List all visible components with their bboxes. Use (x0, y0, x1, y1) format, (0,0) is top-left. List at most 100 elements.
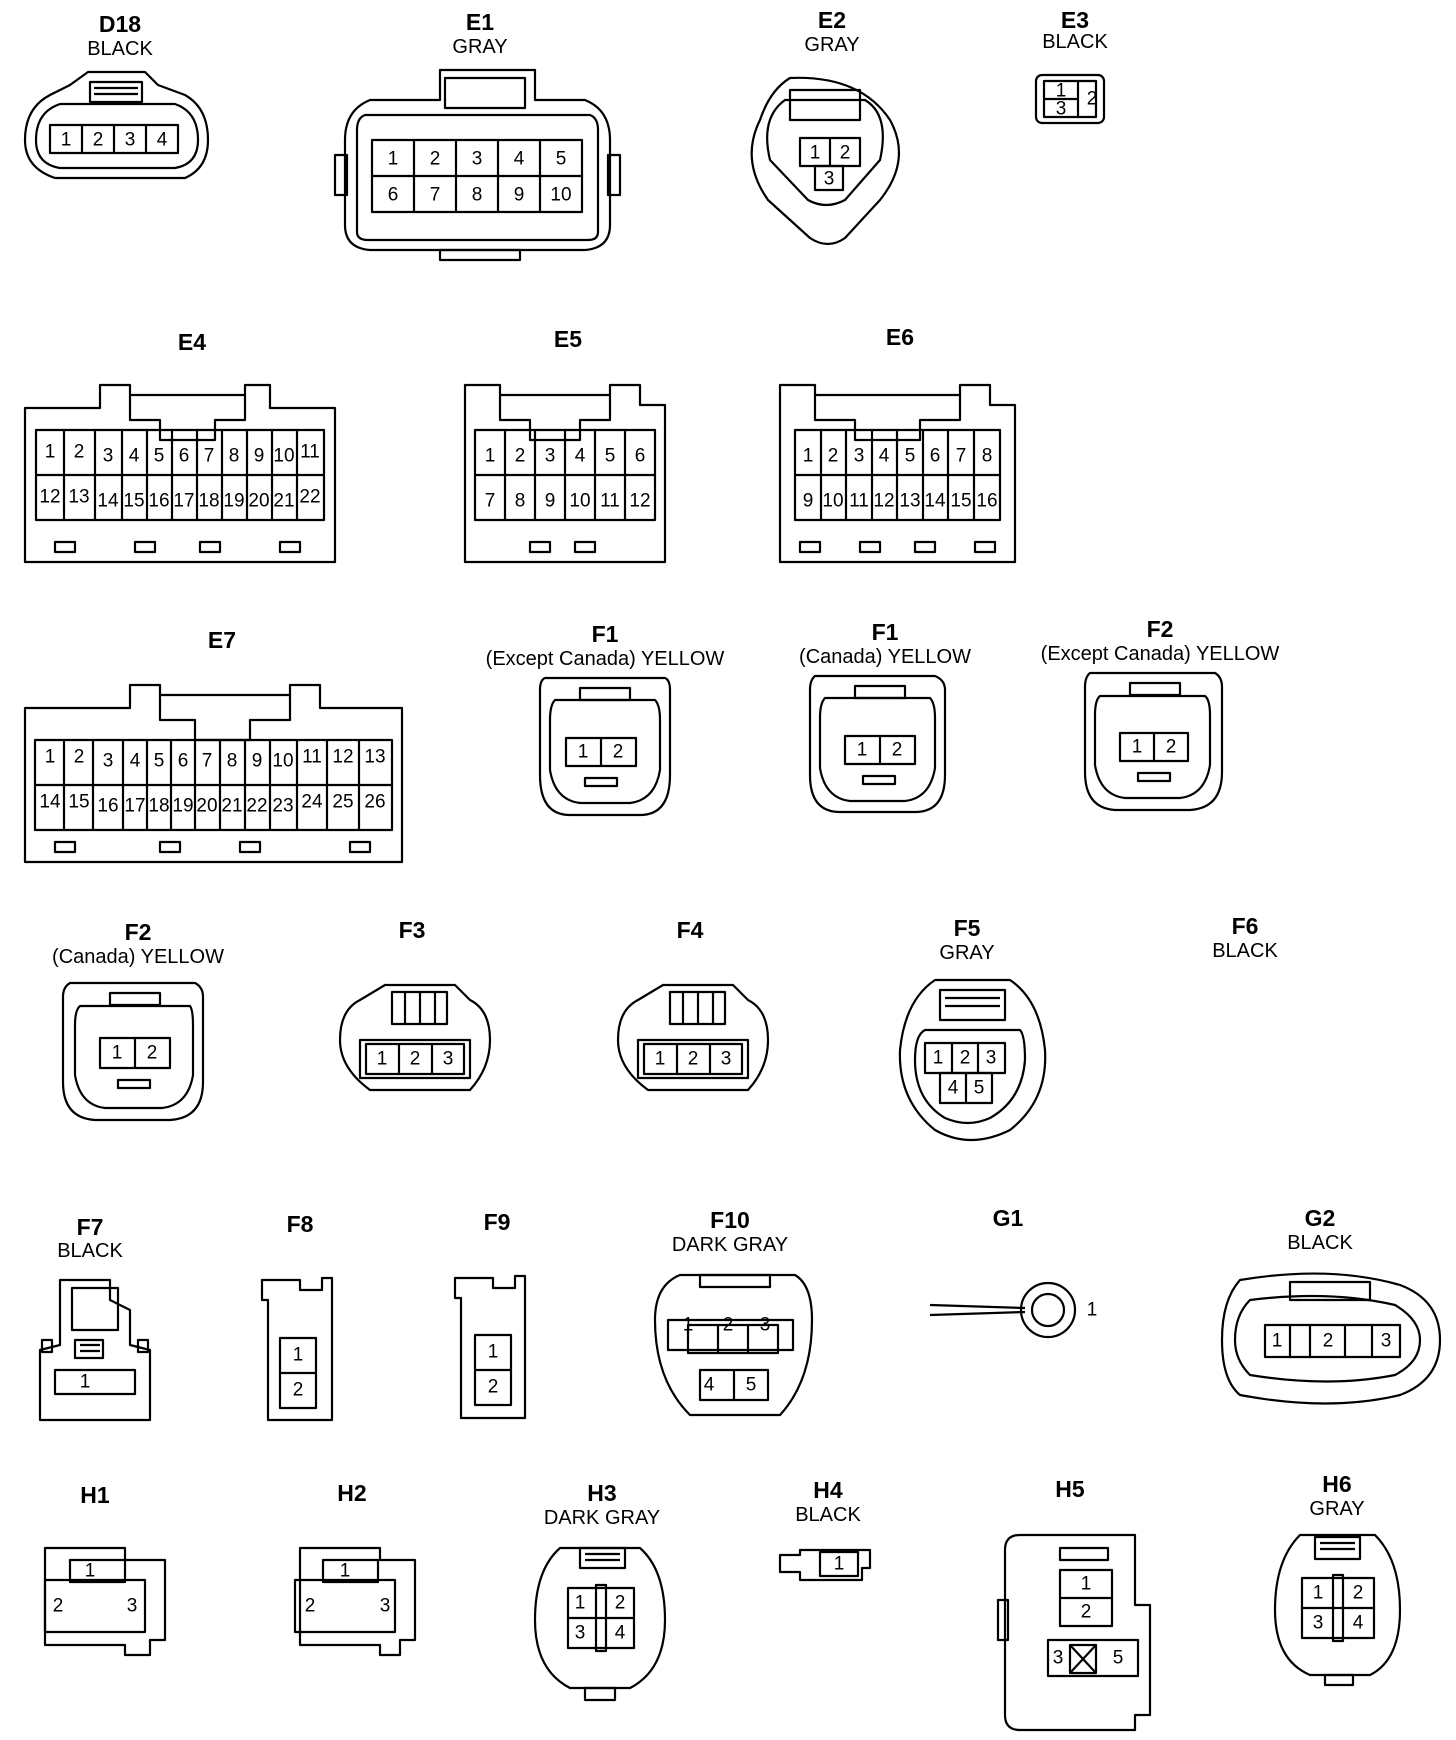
pin-number: 10 (569, 491, 590, 512)
pin-number: 15 (950, 491, 971, 512)
pin-number: 2 (305, 1596, 316, 1617)
pin-number: 1 (485, 446, 496, 467)
pin-number: 3 (472, 149, 483, 170)
pin-number: 4 (129, 446, 140, 467)
pin-number: 9 (803, 491, 814, 512)
pin-number: 2 (1166, 737, 1177, 758)
pin-number: 13 (364, 747, 385, 768)
pin-number: 7 (430, 185, 441, 206)
pin-number: 22 (299, 487, 320, 508)
pin-number: 3 (125, 130, 136, 151)
pin-number: 9 (254, 446, 265, 467)
pin-number: 15 (123, 491, 144, 512)
pin-number: 2 (430, 149, 441, 170)
pin-number: 12 (332, 747, 353, 768)
connector-f10-code: F10 (710, 1207, 750, 1233)
pin-number: 7 (204, 446, 215, 467)
connector-f7-code: F7 (76, 1214, 104, 1240)
pin-number: 3 (545, 446, 556, 467)
pin-number: 5 (154, 446, 165, 467)
pin-number: 1 (388, 149, 399, 170)
pin-number: 1 (575, 1593, 586, 1614)
pin-number: 8 (229, 446, 240, 467)
pin-number: 14 (924, 491, 946, 512)
pin-number: 21 (273, 491, 294, 512)
pin-number: 17 (124, 796, 145, 817)
pin-number: 21 (221, 796, 242, 817)
pin-number: 2 (960, 1048, 971, 1069)
pin-number: 2 (1081, 1602, 1092, 1623)
connector-g1-drawing (929, 1281, 1077, 1339)
connector-f8-drawing (260, 1276, 334, 1422)
pin-number: 3 (443, 1049, 454, 1070)
pin-number: 3 (854, 446, 865, 467)
connector-h3-code: H3 (587, 1480, 617, 1506)
pin-number: 4 (157, 130, 168, 151)
pin-number: 16 (97, 796, 118, 817)
pin-number: 6 (179, 446, 190, 467)
pin-number: 3 (1313, 1613, 1324, 1634)
connector-f5-code: F5 (953, 915, 981, 941)
pin-number: 4 (948, 1078, 959, 1099)
pin-number: 24 (301, 792, 323, 813)
pin-number: 3 (1053, 1648, 1064, 1669)
pin-number: 2 (615, 1593, 626, 1614)
connector-f2a-code: F2 (1146, 616, 1174, 642)
pin-number: 1 (1056, 81, 1067, 102)
pin-number: 11 (300, 442, 320, 463)
pin-number: 2 (515, 446, 526, 467)
pin-number: 10 (822, 491, 843, 512)
pin-number: 2 (488, 1377, 499, 1398)
connector-e3-color: BLACK (1042, 31, 1108, 53)
connector-h2-drawing (293, 1546, 417, 1657)
connector-f10-drawing (653, 1273, 814, 1417)
pin-number: 6 (930, 446, 941, 467)
connector-f1b-drawing (808, 674, 947, 814)
pin-number: 3 (103, 751, 114, 772)
connector-f3-code: F3 (398, 917, 426, 943)
pin-number: 18 (198, 491, 219, 512)
pin-number: 10 (272, 751, 293, 772)
pin-number: 20 (196, 796, 217, 817)
connector-g2-code: G2 (1304, 1205, 1336, 1231)
pin-number: 9 (514, 185, 525, 206)
connector-f5-drawing (898, 978, 1047, 1142)
connector-f6-code: F6 (1231, 913, 1259, 939)
pin-number: 5 (746, 1375, 757, 1396)
pin-number: 2 (74, 747, 85, 768)
connector-f10-color: DARK GRAY (671, 1234, 789, 1256)
pin-number: 8 (515, 491, 526, 512)
pin-number: 12 (629, 491, 650, 512)
pin-number: 3 (824, 169, 835, 190)
pin-number: 2 (840, 143, 851, 164)
connector-h1-code: H1 (80, 1482, 110, 1508)
pin-number: 4 (575, 446, 586, 467)
connector-e3-drawing (1034, 73, 1106, 125)
pin-number: 2 (1087, 89, 1098, 110)
connector-h1-drawing (43, 1546, 167, 1657)
pin-number: 1 (683, 1315, 694, 1336)
pin-number: 1 (810, 143, 821, 164)
pin-number: 1 (1313, 1583, 1324, 1604)
connector-f9-drawing (453, 1274, 527, 1420)
pin-number: 3 (986, 1048, 997, 1069)
connector-h3-drawing (533, 1546, 667, 1702)
pin-number: 1 (1132, 737, 1143, 758)
pin-number: 10 (273, 446, 294, 467)
pin-number: 2 (53, 1596, 64, 1617)
connector-h6-code: H6 (1322, 1471, 1352, 1497)
connector-h5-drawing (996, 1533, 1152, 1732)
connector-f3-drawing (338, 983, 492, 1092)
pin-number: 19 (172, 796, 193, 817)
pin-number: 1 (61, 130, 72, 151)
pin-number: 23 (272, 796, 293, 817)
pin-number: 8 (472, 185, 483, 206)
connector-h4-color: BLACK (795, 1504, 861, 1526)
pin-number: 13 (899, 491, 920, 512)
pin-number: 3 (1056, 99, 1067, 120)
connector-f2b-drawing (61, 981, 205, 1122)
pin-number: 26 (364, 792, 385, 813)
pin-number: 4 (130, 751, 141, 772)
pin-number: 1 (488, 1342, 499, 1363)
